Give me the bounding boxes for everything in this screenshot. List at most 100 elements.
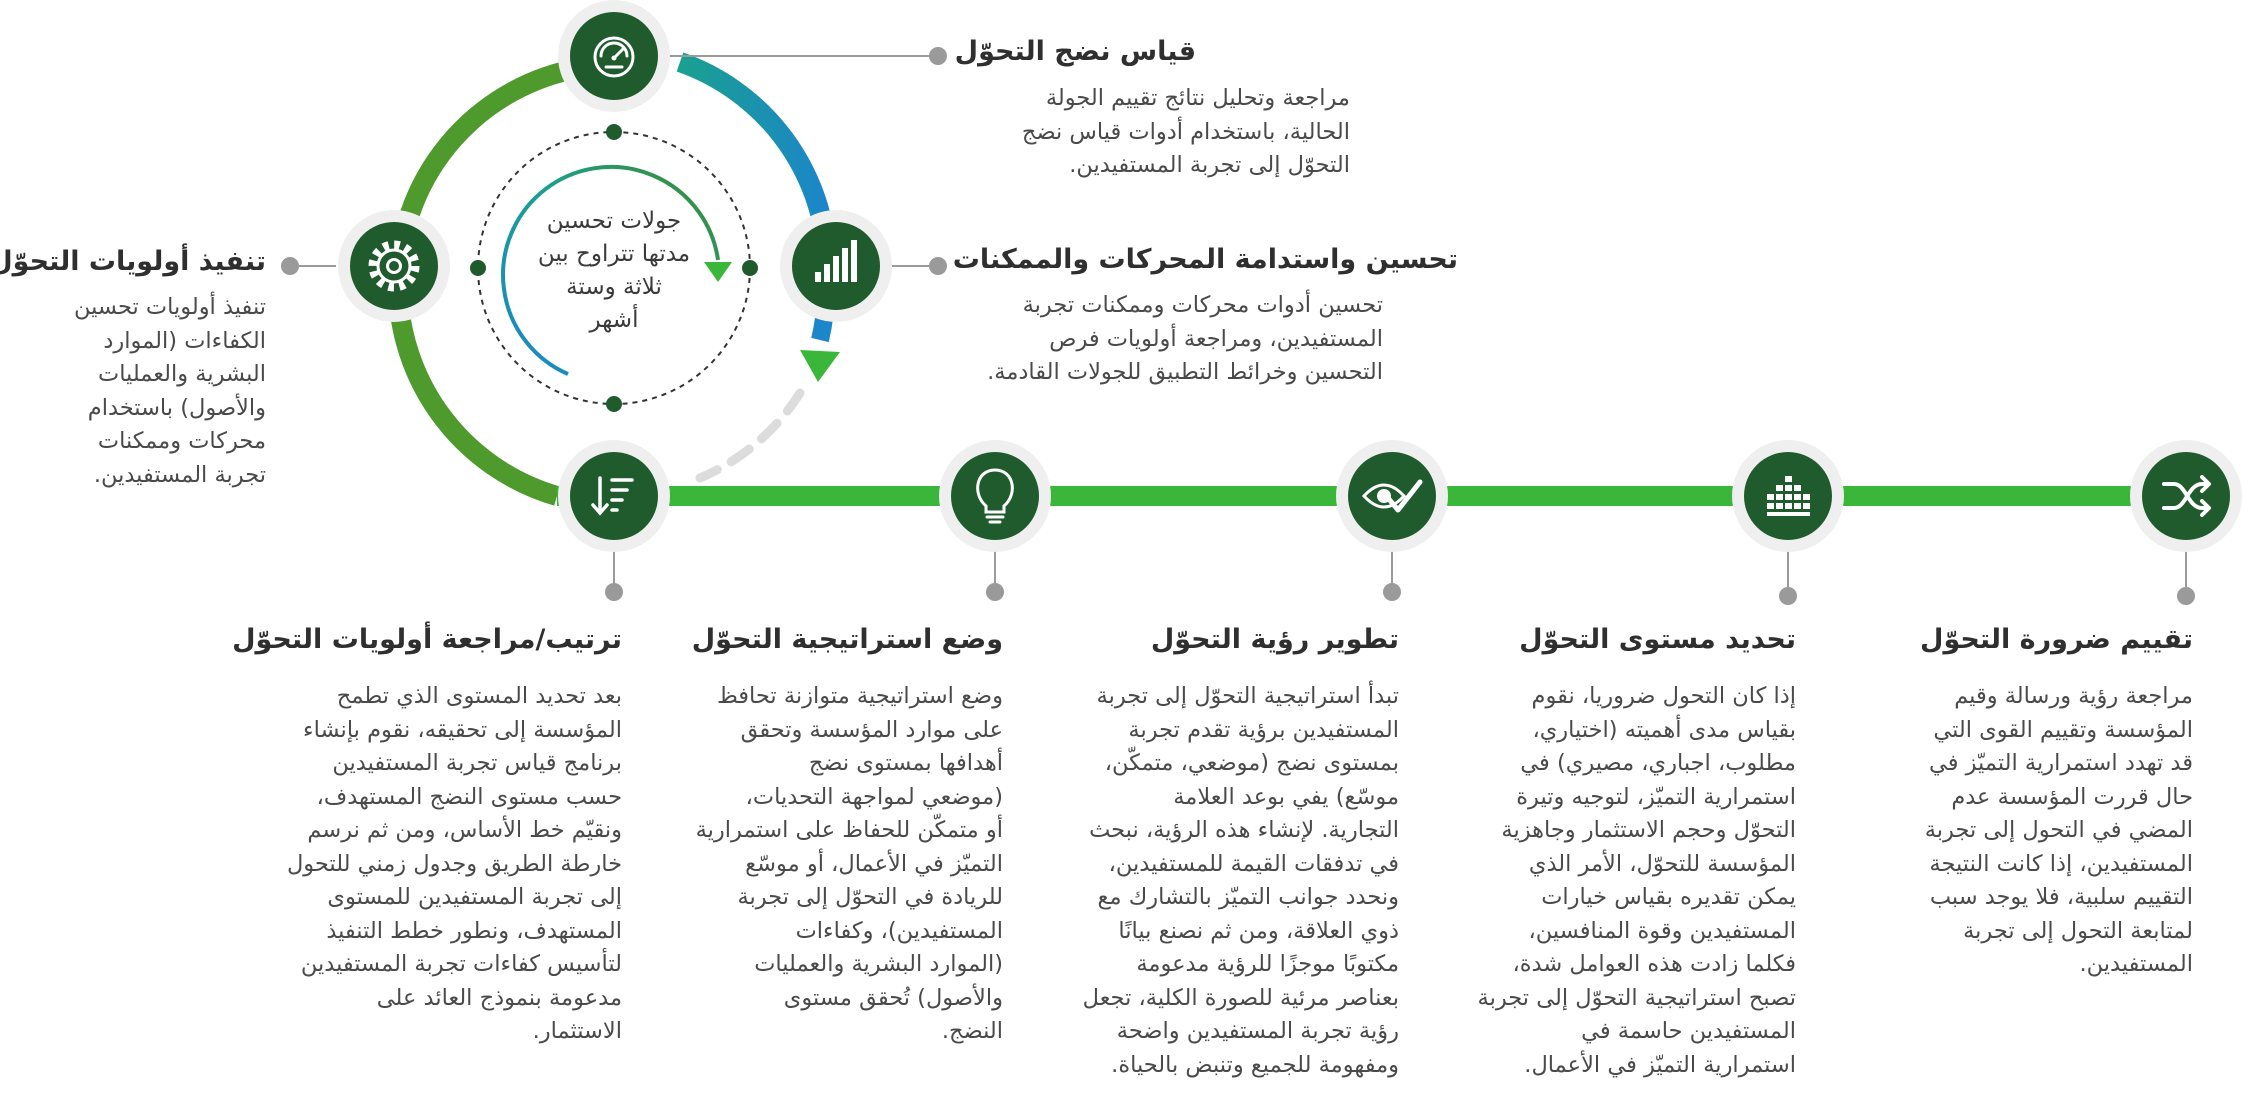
- text-line: تحسين أدوات محركات وممكنات تجربة: [1022, 292, 1383, 318]
- text-line: وضع استراتيجية متوازنة تحافظ: [716, 683, 1003, 709]
- step-5-title: ترتيب/مراجعة أولويات التحوّل: [232, 624, 622, 655]
- inner-dot-right: [742, 260, 758, 276]
- inner-cycle-arc: [501, 164, 720, 376]
- text-line: على موارد المؤسسة وتحقق: [740, 716, 1003, 743]
- step-4-description: وضع استراتيجية متوازنة تحافظ على موارد ا…: [696, 680, 1003, 1049]
- step-3-description: تبدأ استراتيجية التحوّل إلى تجربة المستف…: [1083, 680, 1399, 1082]
- text-line: المؤسسة للتحوّل، الأمر الذي: [1528, 850, 1796, 877]
- levels-chart-icon: [1767, 476, 1810, 516]
- text-line: مراجعة رؤية ورسالة وقيم: [1954, 683, 2193, 709]
- text-line: مكتوبًا موجزًا للرؤية مدعومة: [1136, 951, 1399, 977]
- text-line: بمستوى نضج (موضعي، متمكّن،: [1104, 750, 1399, 776]
- bar-chart-icon: [815, 240, 857, 282]
- node-gauge: [558, 0, 670, 112]
- step-4-title: وضع استراتيجية التحوّل: [691, 624, 1003, 655]
- text-line: لتأسيس كفاءات تجربة المستفيدين: [300, 951, 622, 977]
- text-line: أو متمكّن للحفاظ على استمرارية: [695, 817, 1003, 843]
- text-line: مطلوب، اجباري، مصيري) في: [1520, 750, 1796, 776]
- step-1-title: تقييم ضرورة التحوّل: [1920, 624, 2193, 655]
- text-line: استمرارية التميّز، لتوجيه وتيرة: [1516, 783, 1796, 810]
- text-line: (الموارد البشرية والعمليات: [754, 951, 1003, 977]
- eye-check-icon: [1361, 479, 1423, 513]
- text-line: ومفهومة للجميع وتنبض بالحياة.: [1111, 1051, 1399, 1078]
- text-line: بقياس مدى أهميته (اختياري،: [1532, 716, 1796, 743]
- text-line: المستفيدين)، وكفاءات: [795, 917, 1003, 944]
- text-line: رؤية تجربة المستفيدين واضحة: [1116, 1018, 1399, 1044]
- text-line: التحوّل وحجم الاستثمار وجاهزية: [1501, 817, 1796, 843]
- text-line: حال قررت المؤسسة عدم: [1951, 783, 2193, 810]
- connector-dot-step-1: [2177, 587, 2195, 605]
- text-line: إلى تجربة المستفيدين للمستوى: [327, 884, 622, 910]
- text-line: المستفيدين حاسمة في: [1581, 1018, 1796, 1044]
- inner-dot-top: [606, 124, 622, 140]
- text-line: المؤسسة إلى تحقيقه، نقوم بإنشاء: [303, 716, 622, 743]
- cycle-dashed-return: [695, 388, 805, 483]
- text-line: خارطة الطريق وجدول زمني للتحول: [286, 850, 622, 877]
- text-line: المستفيدين وقوة المنافسين،: [1528, 917, 1796, 944]
- shuffle-icon: [2162, 475, 2211, 517]
- node-shuffle: [2130, 440, 2242, 552]
- center-line: ثلاثة وستة: [566, 274, 662, 300]
- connector-dot-step-2: [1779, 587, 1797, 605]
- text-line: تجربة المستفيدين.: [93, 461, 266, 488]
- step-3-title: تطوير رؤية التحوّل: [1150, 624, 1399, 655]
- text-line: التحوّل إلى تجربة المستفيدين.: [1069, 152, 1350, 178]
- gear-icon: [368, 240, 420, 292]
- text-line: الكفاءات (الموارد: [103, 327, 266, 354]
- text-line: بعد تحديد المستوى الذي تطمح: [336, 683, 622, 709]
- text-line: بعناصر مرئية للصورة الكلية، تجعل: [1082, 984, 1399, 1011]
- center-line: جولات تحسين: [546, 208, 682, 234]
- text-line: والأصول) تُحقق مستوى: [783, 984, 1003, 1011]
- text-line: يمكن تقديره بقياس خيارات: [1541, 884, 1796, 910]
- cycle-1-title: قياس نضج التحوّل: [954, 36, 1196, 67]
- text-line: ذوي العلاقة، ومن ثم نصنع بيانًا: [1118, 917, 1399, 944]
- node-lightbulb: [939, 440, 1051, 552]
- center-line: أشهر: [589, 307, 639, 333]
- text-line: لمتابعة التحول إلى تجربة: [1963, 917, 2193, 944]
- connector-dot-step-5: [605, 583, 623, 601]
- text-line: ونقيّم خط الأساس، ومن ثم نرسم: [307, 817, 622, 843]
- text-line: حسب مستوى النضج المستهدف،: [316, 783, 622, 810]
- text-line: في تدفقات القيمة للمستفيدين،: [1108, 850, 1399, 877]
- text-line: تبدأ استراتيجية التحوّل إلى تجربة: [1096, 683, 1400, 709]
- inner-dot-left: [470, 260, 486, 276]
- cycle-arrowhead: [800, 350, 840, 382]
- text-line: تنفيذ أولويات تحسين: [73, 294, 266, 320]
- inner-cycle-arrowhead: [704, 262, 732, 282]
- node-sort-priority: [558, 440, 670, 552]
- text-line: المستفيدين، إذا كانت النتيجة: [1929, 850, 2193, 877]
- text-line: للريادة في التحوّل إلى تجربة: [737, 884, 1003, 910]
- text-line: مدعومة بنموذج العائد على: [376, 984, 622, 1011]
- inner-dot-bottom: [606, 396, 622, 412]
- text-line: استمرارية التميّز في الأعمال.: [1524, 1051, 1796, 1078]
- text-line: موسّع) يفي بوعد العلامة: [1173, 783, 1399, 810]
- text-line: إذا كان التحول ضروريا، نقوم: [1531, 683, 1796, 709]
- connector-dot-cycle-2: [929, 257, 947, 275]
- text-line: المستفيدين برؤية تقدم تجربة: [1128, 716, 1399, 743]
- step-2-title: تحديد مستوى التحوّل: [1519, 624, 1796, 655]
- cycle-3-description: تنفيذ أولويات تحسين الكفاءات (الموارد ال…: [74, 291, 266, 492]
- text-line: التجارية. لإنشاء هذه الرؤية، نبحث: [1089, 817, 1399, 843]
- connector-dot-step-4: [986, 583, 1004, 601]
- text-line: البشرية والعمليات: [98, 361, 266, 387]
- node-bar-chart: [780, 210, 892, 322]
- text-line: المستفيدين، ومراجعة أولويات فرص: [1049, 325, 1383, 352]
- cycle-2-description: تحسين أدوات محركات وممكنات تجربة المستفي…: [987, 289, 1383, 390]
- text-line: النضج.: [941, 1018, 1003, 1044]
- text-line: التقييم سلبية، فلا يوجد سبب: [1929, 884, 2193, 910]
- text-line: برنامج قياس تجربة المستفيدين: [332, 750, 622, 776]
- connector-dot-step-3: [1383, 583, 1401, 601]
- text-line: أهدافها بمستوى نضج: [808, 750, 1003, 776]
- gauge-icon: [593, 36, 635, 78]
- step-2-description: إذا كان التحول ضروريا، نقوم بقياس مدى أه…: [1478, 680, 1796, 1082]
- step-1-description: مراجعة رؤية ورسالة وقيم المؤسسة وتقييم ا…: [1925, 680, 2193, 982]
- text-line: فكلما زادت هذه العوامل شدة،: [1512, 951, 1796, 977]
- text-line: ونحدد جوانب التميّز بالتشارك مع: [1097, 884, 1399, 910]
- center-line: مدتها تتراوح بين: [537, 241, 691, 267]
- text-line: المضي في التحول إلى تجربة: [1924, 817, 2193, 843]
- connector-dot-cycle-1: [929, 47, 947, 65]
- text-line: التحسين وخرائط التطبيق للجولات القادمة.: [987, 359, 1383, 385]
- node-levels-chart: [1732, 440, 1844, 552]
- text-line: المؤسسة وتقييم القوى التي: [1933, 716, 2193, 743]
